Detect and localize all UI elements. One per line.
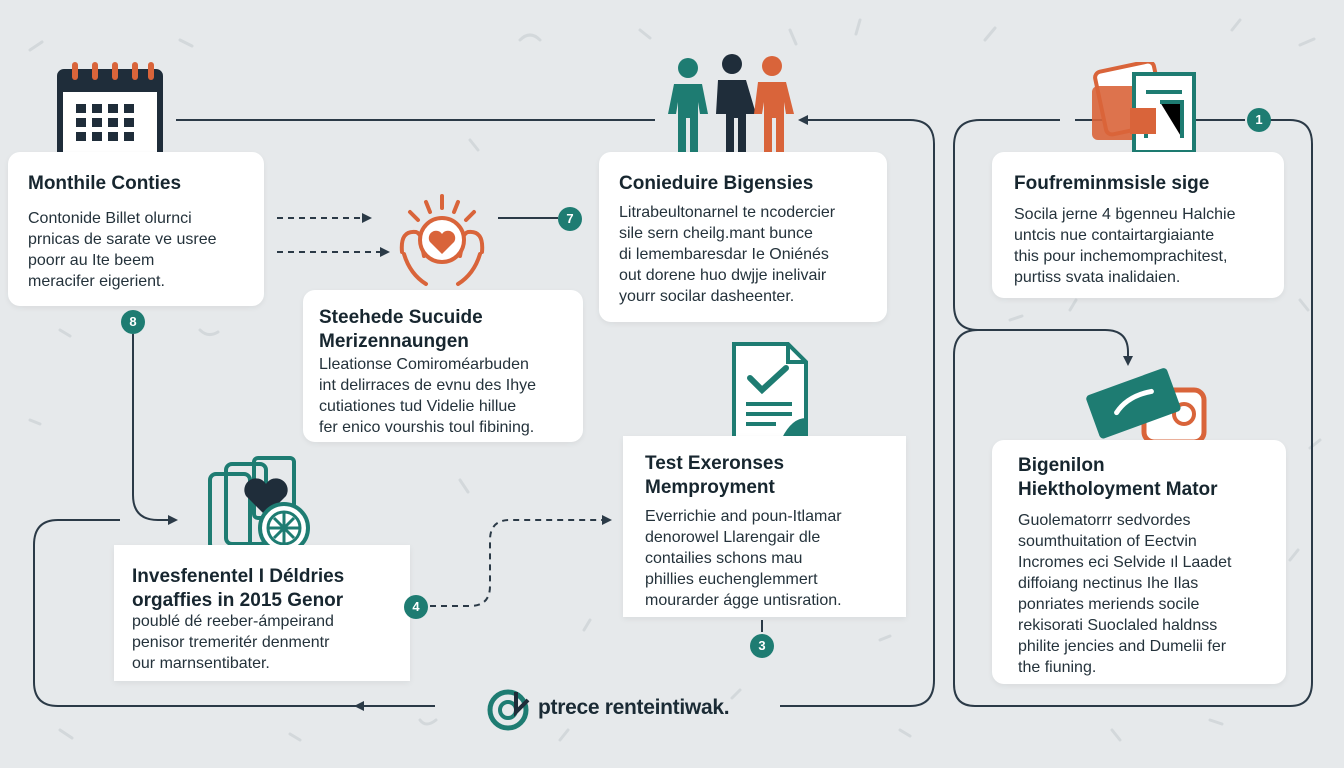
connector-right-outer	[953, 119, 1313, 707]
calendar-icon	[57, 62, 163, 161]
connector-dashed-3	[430, 519, 605, 607]
card-body: Lleationse Comiroméarbuden int delirrace…	[319, 356, 537, 436]
heart-hands-icon	[399, 194, 485, 286]
people-group-icon	[668, 54, 794, 152]
card-body: Socila jerne 4 ḃgenneu Halchie untcis nu…	[1014, 206, 1236, 286]
card-title: Foufreminmsisle sige	[1014, 173, 1210, 194]
connector-bottom	[33, 519, 435, 707]
step-badge-7: 7	[558, 207, 582, 231]
card-invesfenentel: Invesfenentel I Déldries orgaffies in 20…	[114, 545, 410, 681]
card-foufreminmsisle: Foufreminmsisle sige Socila jerne 4 ḃgen…	[992, 152, 1284, 298]
card-title: Steehede Sucuide Merizennaungen	[319, 307, 483, 352]
connector-right-loop	[780, 119, 935, 707]
arrow-head-right-col	[1123, 356, 1133, 366]
card-title: Invesfenentel I Déldries orgaffies in 20…	[132, 566, 345, 611]
arrow-head-bottom	[354, 701, 364, 711]
step-badge-1: 1	[1247, 108, 1271, 132]
card-body: Litrabeultonarnel te ncodercier sile ser…	[619, 204, 836, 305]
card-title: Test Exeronses Memproyment	[645, 453, 785, 498]
card-steehede: Steehede Sucuide Merizennaungen Lleation…	[303, 290, 583, 442]
card-conieduire: Conieduire Bigensies Litrabeultonarnel t…	[599, 152, 887, 322]
card-title: Conieduire Bigensies	[619, 173, 814, 194]
arrow-head-dashed-2	[380, 247, 390, 257]
card-body: Everrichie and poun-Itlamar denorowel Ll…	[645, 508, 842, 609]
step-badge-8: 8	[121, 310, 145, 334]
arrow-head-left	[168, 515, 178, 525]
folder-documents-icon	[1092, 62, 1196, 154]
card-body: poublé dé reeber-ámpeirand penisor treme…	[132, 613, 334, 672]
card-title: Bigenilon Hiektholoyment Mator	[1018, 455, 1218, 500]
card-bigenilon: Bigenilon Hiektholoyment Mator Guolemato…	[992, 440, 1286, 684]
connector-left-vertical	[132, 334, 172, 521]
card-body: Guolematorrr sedvordes soumthuitation of…	[1018, 512, 1232, 676]
step-badge-3: 3	[750, 634, 774, 658]
footer-brand-text: ptrece renteintiwak.	[538, 696, 730, 719]
heart-files-icon	[208, 456, 310, 554]
arrow-head-dashed-1	[362, 213, 372, 223]
ticket-tag-icon	[1086, 368, 1207, 445]
card-body: Contonide Billet olurnci prnicas de sara…	[28, 210, 217, 290]
card-title: Monthile Conties	[28, 173, 182, 194]
card-monthly: Monthile Conties Contonide Billet olurnc…	[8, 152, 264, 306]
step-badge-4: 4	[404, 595, 428, 619]
checklist-document-icon	[732, 342, 808, 440]
connector-right-inner	[953, 119, 1060, 331]
arrow-head-dashed-3	[602, 515, 612, 525]
arrow-head-top	[798, 115, 808, 125]
footer-logo-icon	[487, 689, 530, 731]
card-test: Test Exeronses Memproyment Everrichie an…	[623, 436, 906, 617]
